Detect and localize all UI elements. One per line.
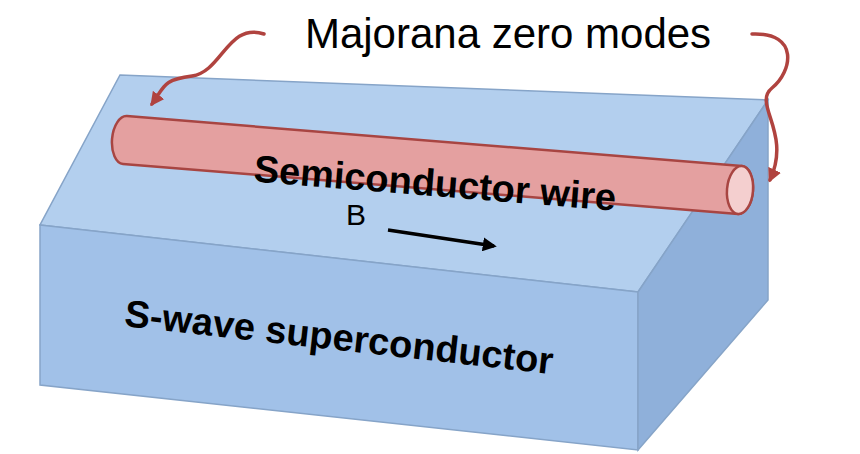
slab-side <box>638 100 768 450</box>
leader-left-mode <box>152 32 264 104</box>
semiconductor-wire: Semiconductor wire <box>100 105 760 230</box>
field-arrow <box>388 230 494 246</box>
slab-front <box>40 225 638 450</box>
leader-right-mode <box>752 34 788 180</box>
superconductor-slab: S-wave superconductorSemiconductor wire <box>40 75 768 453</box>
wire-end-cap <box>725 165 755 215</box>
majorana-label: Majorana zero modes <box>305 11 711 57</box>
field-label: B <box>346 198 366 231</box>
